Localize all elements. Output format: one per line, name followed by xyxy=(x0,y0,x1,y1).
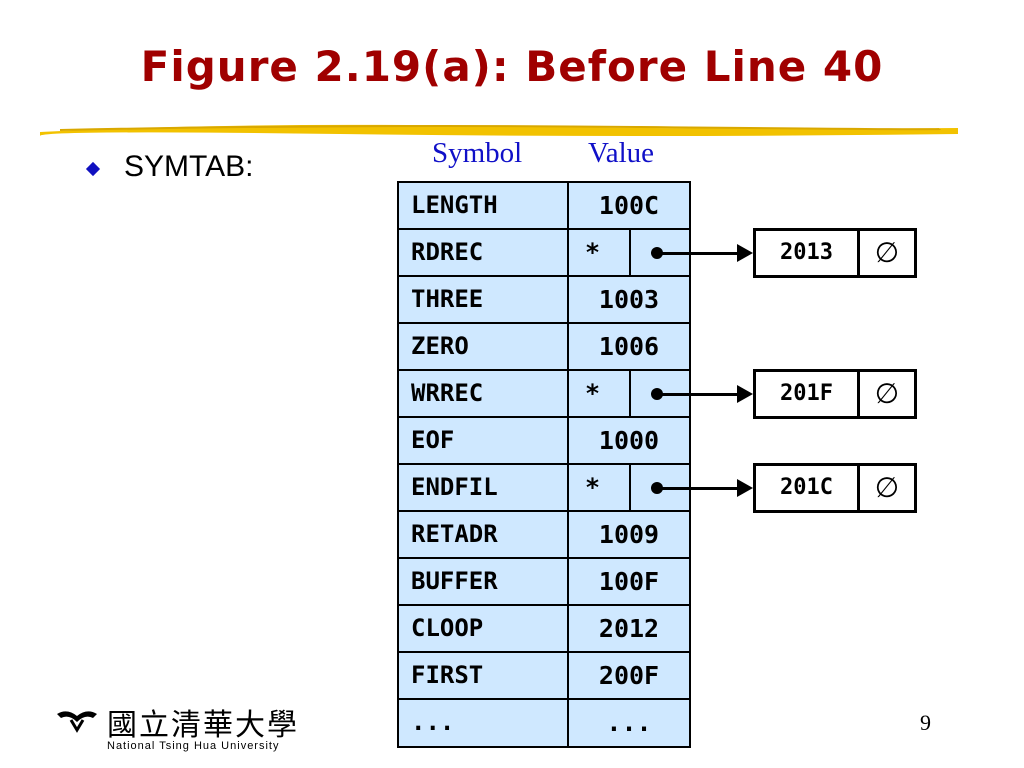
value-text: 1006 xyxy=(598,332,660,361)
value-text: * xyxy=(585,238,601,267)
value-cell: 1009 xyxy=(569,512,689,557)
value-cell: 1006 xyxy=(569,324,689,369)
symbol-cell: WRREC xyxy=(399,371,569,416)
arrow-head-icon xyxy=(737,244,753,262)
symtab-row: LENGTH 100C xyxy=(399,183,689,230)
symtab-row: EOF 1000 xyxy=(399,418,689,465)
symbol-cell: BUFFER xyxy=(399,559,569,604)
symtab-row: RDREC * xyxy=(399,230,689,277)
null-pointer-icon: ∅ xyxy=(874,377,900,410)
symbol-cell: ENDFIL xyxy=(399,465,569,510)
symbol-cell: ... xyxy=(399,700,569,746)
value-cell: 100C xyxy=(569,183,689,228)
value-text: ... xyxy=(606,708,652,737)
pointer-arrow-line xyxy=(660,252,740,255)
symbol-cell: RDREC xyxy=(399,230,569,275)
symbol-cell: ZERO xyxy=(399,324,569,369)
forward-ref-node: 201F ∅ xyxy=(753,369,917,419)
node-address: 201F xyxy=(756,372,860,416)
logo-english-name: National Tsing Hua University xyxy=(107,740,280,752)
symtab-row: FIRST 200F xyxy=(399,653,689,700)
value-text: 1003 xyxy=(598,285,660,314)
value-cell: * xyxy=(569,230,689,275)
value-cell: * xyxy=(569,371,689,416)
value-text: * xyxy=(585,473,601,502)
value-text: 100C xyxy=(598,191,660,220)
logo-chinese-name: 國立清華大學 xyxy=(107,708,299,743)
node-address: 2013 xyxy=(756,231,860,275)
null-pointer-icon: ∅ xyxy=(874,471,900,504)
value-text: 1009 xyxy=(598,520,660,549)
symbol-cell: RETADR xyxy=(399,512,569,557)
value-cell: 1003 xyxy=(569,277,689,322)
bullet-label: SYMTAB: xyxy=(124,150,254,183)
diamond-bullet-icon xyxy=(85,161,101,177)
pointer-dot-icon xyxy=(651,482,663,494)
node-address: 201C xyxy=(756,466,860,510)
column-header-value: Value xyxy=(588,137,655,169)
pointer-divider xyxy=(629,371,631,416)
symtab-row: BUFFER 100F xyxy=(399,559,689,606)
value-cell: 2012 xyxy=(569,606,689,651)
symtab-row: CLOOP 2012 xyxy=(399,606,689,653)
value-text: 200F xyxy=(598,661,660,690)
symtab-row: WRREC * xyxy=(399,371,689,418)
value-text: 100F xyxy=(598,567,660,596)
tsinghua-emblem-icon xyxy=(57,711,97,733)
pointer-divider xyxy=(629,465,631,510)
null-pointer-icon: ∅ xyxy=(874,236,900,269)
value-cell: 1000 xyxy=(569,418,689,463)
forward-ref-node: 201C ∅ xyxy=(753,463,917,513)
forward-ref-node: 2013 ∅ xyxy=(753,228,917,278)
value-cell: ... xyxy=(569,700,689,746)
column-header-symbol: Symbol xyxy=(432,137,523,169)
slide-title: Figure 2.19(a): Before Line 40 xyxy=(140,42,884,91)
symtab-row: THREE 1003 xyxy=(399,277,689,324)
value-text: 1000 xyxy=(598,426,660,455)
symbol-cell: FIRST xyxy=(399,653,569,698)
title-underline xyxy=(40,124,958,136)
symtab-row: ENDFIL * xyxy=(399,465,689,512)
value-cell: 100F xyxy=(569,559,689,604)
pointer-dot-icon xyxy=(651,247,663,259)
pointer-divider xyxy=(629,230,631,275)
value-text: 2012 xyxy=(598,614,660,643)
symbol-cell: EOF xyxy=(399,418,569,463)
symtab-row: ZERO 1006 xyxy=(399,324,689,371)
symtab-row: ...... xyxy=(399,700,689,746)
arrow-head-icon xyxy=(737,385,753,403)
symbol-cell: CLOOP xyxy=(399,606,569,651)
symbol-cell: THREE xyxy=(399,277,569,322)
arrow-head-icon xyxy=(737,479,753,497)
pointer-arrow-line xyxy=(660,393,740,396)
university-logo: 國立清華大學 National Tsing Hua University xyxy=(55,700,315,760)
symtab-row: RETADR 1009 xyxy=(399,512,689,559)
value-text: * xyxy=(585,379,601,408)
pointer-arrow-line xyxy=(660,487,740,490)
value-cell: * xyxy=(569,465,689,510)
page-number: 9 xyxy=(920,710,931,735)
pointer-dot-icon xyxy=(651,388,663,400)
value-cell: 200F xyxy=(569,653,689,698)
symbol-cell: LENGTH xyxy=(399,183,569,228)
